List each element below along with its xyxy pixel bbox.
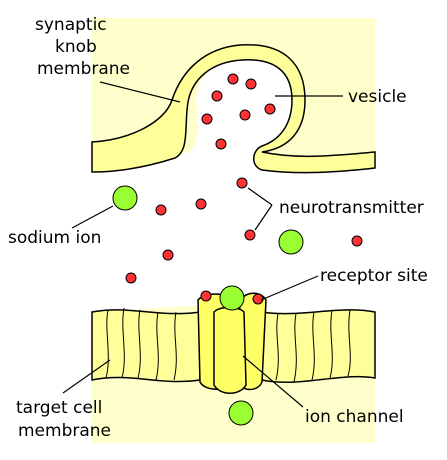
neurotransmitter-dot [351, 235, 363, 247]
sodium-ion-dot [219, 285, 245, 311]
neurotransmitter-dot [236, 177, 248, 189]
neurotransmitter-dot [162, 249, 174, 261]
ion-channel [197, 292, 267, 394]
label-target-cell-line2: membrane [18, 421, 111, 441]
leader-target-cell [62, 359, 111, 394]
neurotransmitters [125, 73, 363, 305]
label-receptor-site: receptor site [320, 266, 428, 286]
neurotransmitter-dot [244, 229, 256, 241]
label-sodium-ion: sodium ion [8, 228, 101, 248]
neurotransmitter-dot [195, 198, 207, 210]
leader-lines [62, 81, 343, 408]
label-synaptic-line2: knob [55, 37, 97, 57]
neurotransmitter-dot [200, 290, 212, 302]
sodium-ion-dot [112, 185, 138, 211]
leader-synaptic-knob [99, 81, 181, 103]
leader-neurotransmitter-b [254, 204, 273, 231]
neurotransmitter-dot [215, 138, 227, 150]
neurotransmitter-dot [264, 103, 276, 115]
leader-ion-channel [242, 355, 304, 408]
label-synaptic-line3: membrane [37, 59, 130, 79]
neurotransmitter-dot [252, 293, 264, 305]
label-neurotransmitter: neurotransmitter [279, 198, 424, 218]
label-target-cell-line1: target cell [16, 398, 102, 418]
sodium-ions [112, 185, 304, 426]
leader-sodium-ion [71, 205, 114, 229]
neurotransmitter-dot [227, 73, 239, 85]
sodium-ion-dot [278, 229, 304, 255]
neurotransmitter-dot [239, 109, 251, 121]
neurotransmitter-dot [125, 272, 137, 284]
label-synaptic-line1: synaptic [35, 15, 107, 35]
target-cell-membrane [91, 307, 376, 384]
sodium-ion-dot [228, 400, 254, 426]
neurotransmitter-dot [211, 90, 223, 102]
leader-receptor-site [260, 275, 319, 301]
leader-neurotransmitter-a [247, 187, 273, 206]
neurotransmitter-dot [201, 113, 213, 125]
label-vesicle: vesicle [348, 87, 407, 107]
synaptic-cleft [92, 51, 375, 313]
neurotransmitter-dot [245, 78, 257, 90]
synaptic-knob-membrane [91, 44, 376, 174]
neurotransmitter-dot [155, 204, 167, 216]
label-ion-channel: ion channel [305, 407, 404, 427]
